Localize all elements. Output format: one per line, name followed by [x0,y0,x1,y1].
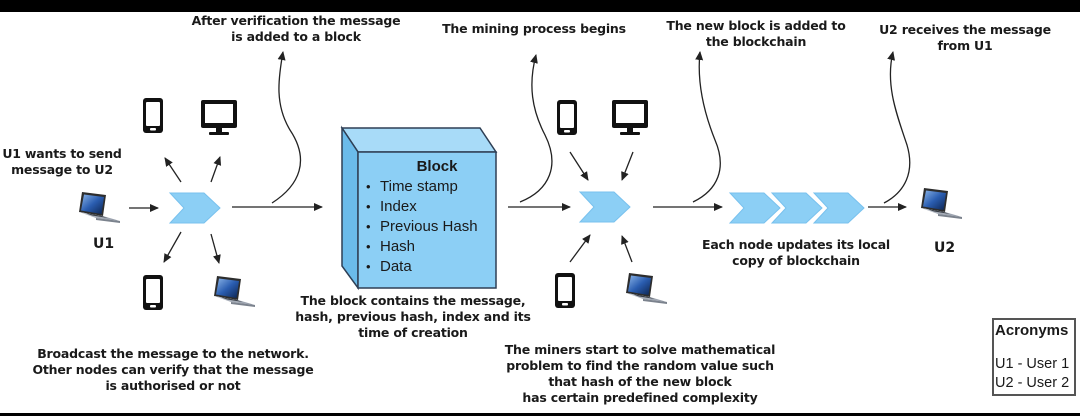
miner-smartphone-icon [557,100,577,135]
top-bar [0,0,1080,12]
acronym-item: U2 - User 2 [995,375,1070,391]
label-line: hash, previous hash, index and its [295,309,531,324]
label-line: U2 receives the message [879,22,1051,37]
label-line: Broadcast the message to the network. [37,346,309,361]
arrow-from-node [569,234,591,263]
label-line: Other nodes can verify that the message [32,362,314,377]
bottom-border [0,413,1080,416]
acronyms-legend: Acronyms U1 - User 1 U2 - User 2 [992,318,1076,396]
label-line: After verification the message [191,13,401,28]
label-mining-begins: The mining process begins [436,21,632,37]
label-line: copy of blockchain [732,253,860,268]
arrow-to-node [210,233,221,264]
block-title: Block [416,158,458,175]
miner-laptop-icon [626,273,667,304]
blockchain-chain [729,192,865,224]
callout-arrow-mining [519,54,553,203]
user-label-u2: U2 [934,240,956,256]
block-field: Hash [366,237,496,257]
block-field-list: Time stamp Index Previous Hash Hash Data [366,177,496,277]
block-contents: Block Time stamp Index Previous Hash Has… [366,158,496,277]
mining-chevron [579,191,631,223]
block-field: Index [366,197,496,217]
label-miners-solve: The miners start to solve mathematical p… [500,342,780,406]
callout-arrow-u2-receives [883,51,911,204]
miner-smartphone-icon [555,273,575,308]
label-line: is authorised or not [105,378,241,393]
label-u2-receives: U2 receives the message from U1 [872,22,1058,54]
label-line: The miners start to solve mathematical [504,342,776,357]
receiver-laptop-icon [921,188,962,219]
label-line: from U1 [937,38,993,53]
acronyms-title: Acronyms [995,322,1069,339]
block-field: Data [366,257,496,277]
label-line: Each node updates its local [701,237,891,252]
callout-arrow-verification [271,51,302,204]
broadcast-chevron [169,192,221,224]
arrow-to-node [164,157,182,183]
label-block-contains: The block contains the message, hash, pr… [290,293,536,341]
label-nodes-update: Each node updates its local copy of bloc… [696,237,896,269]
label-line: that hash of the new block [548,374,732,389]
network-laptop-icon [214,276,255,307]
arrow-from-node [621,235,633,263]
label-line: has certain predefined complexity [522,390,758,405]
label-line: The mining process begins [442,21,626,36]
miner-monitor-icon [612,100,648,135]
label-u1-intent: U1 wants to send message to U2 [0,146,124,178]
sender-laptop-icon [79,192,120,223]
arrow-to-node [163,231,182,263]
label-line: problem to find the random value such [506,358,774,373]
user-label-u1: U1 [93,236,115,252]
chain-block-chevron [729,192,781,224]
label-line: The block contains the message, [300,293,526,308]
acronym-item: U1 - User 1 [995,356,1070,372]
arrow-to-node [210,156,222,183]
label-line: The new block is added to [666,18,846,33]
block-field: Previous Hash [366,217,496,237]
label-line: the blockchain [705,34,807,49]
label-broadcast: Broadcast the message to the network. Ot… [28,346,318,394]
network-smartphone-icon [143,98,163,133]
callout-arrow-block-added [692,51,721,203]
block-field: Time stamp [366,177,496,197]
label-line: message to U2 [11,162,113,177]
label-block-added: The new block is added to the blockchain [662,18,850,50]
label-line: U1 wants to send [2,146,122,161]
label-line: time of creation [358,325,468,340]
network-smartphone-icon [143,275,163,310]
arrow-from-node [569,151,589,181]
label-after-verification: After verification the message is added … [186,13,406,45]
arrow-from-node [621,151,634,181]
network-monitor-icon [201,100,237,135]
label-line: is added to a block [231,29,361,44]
